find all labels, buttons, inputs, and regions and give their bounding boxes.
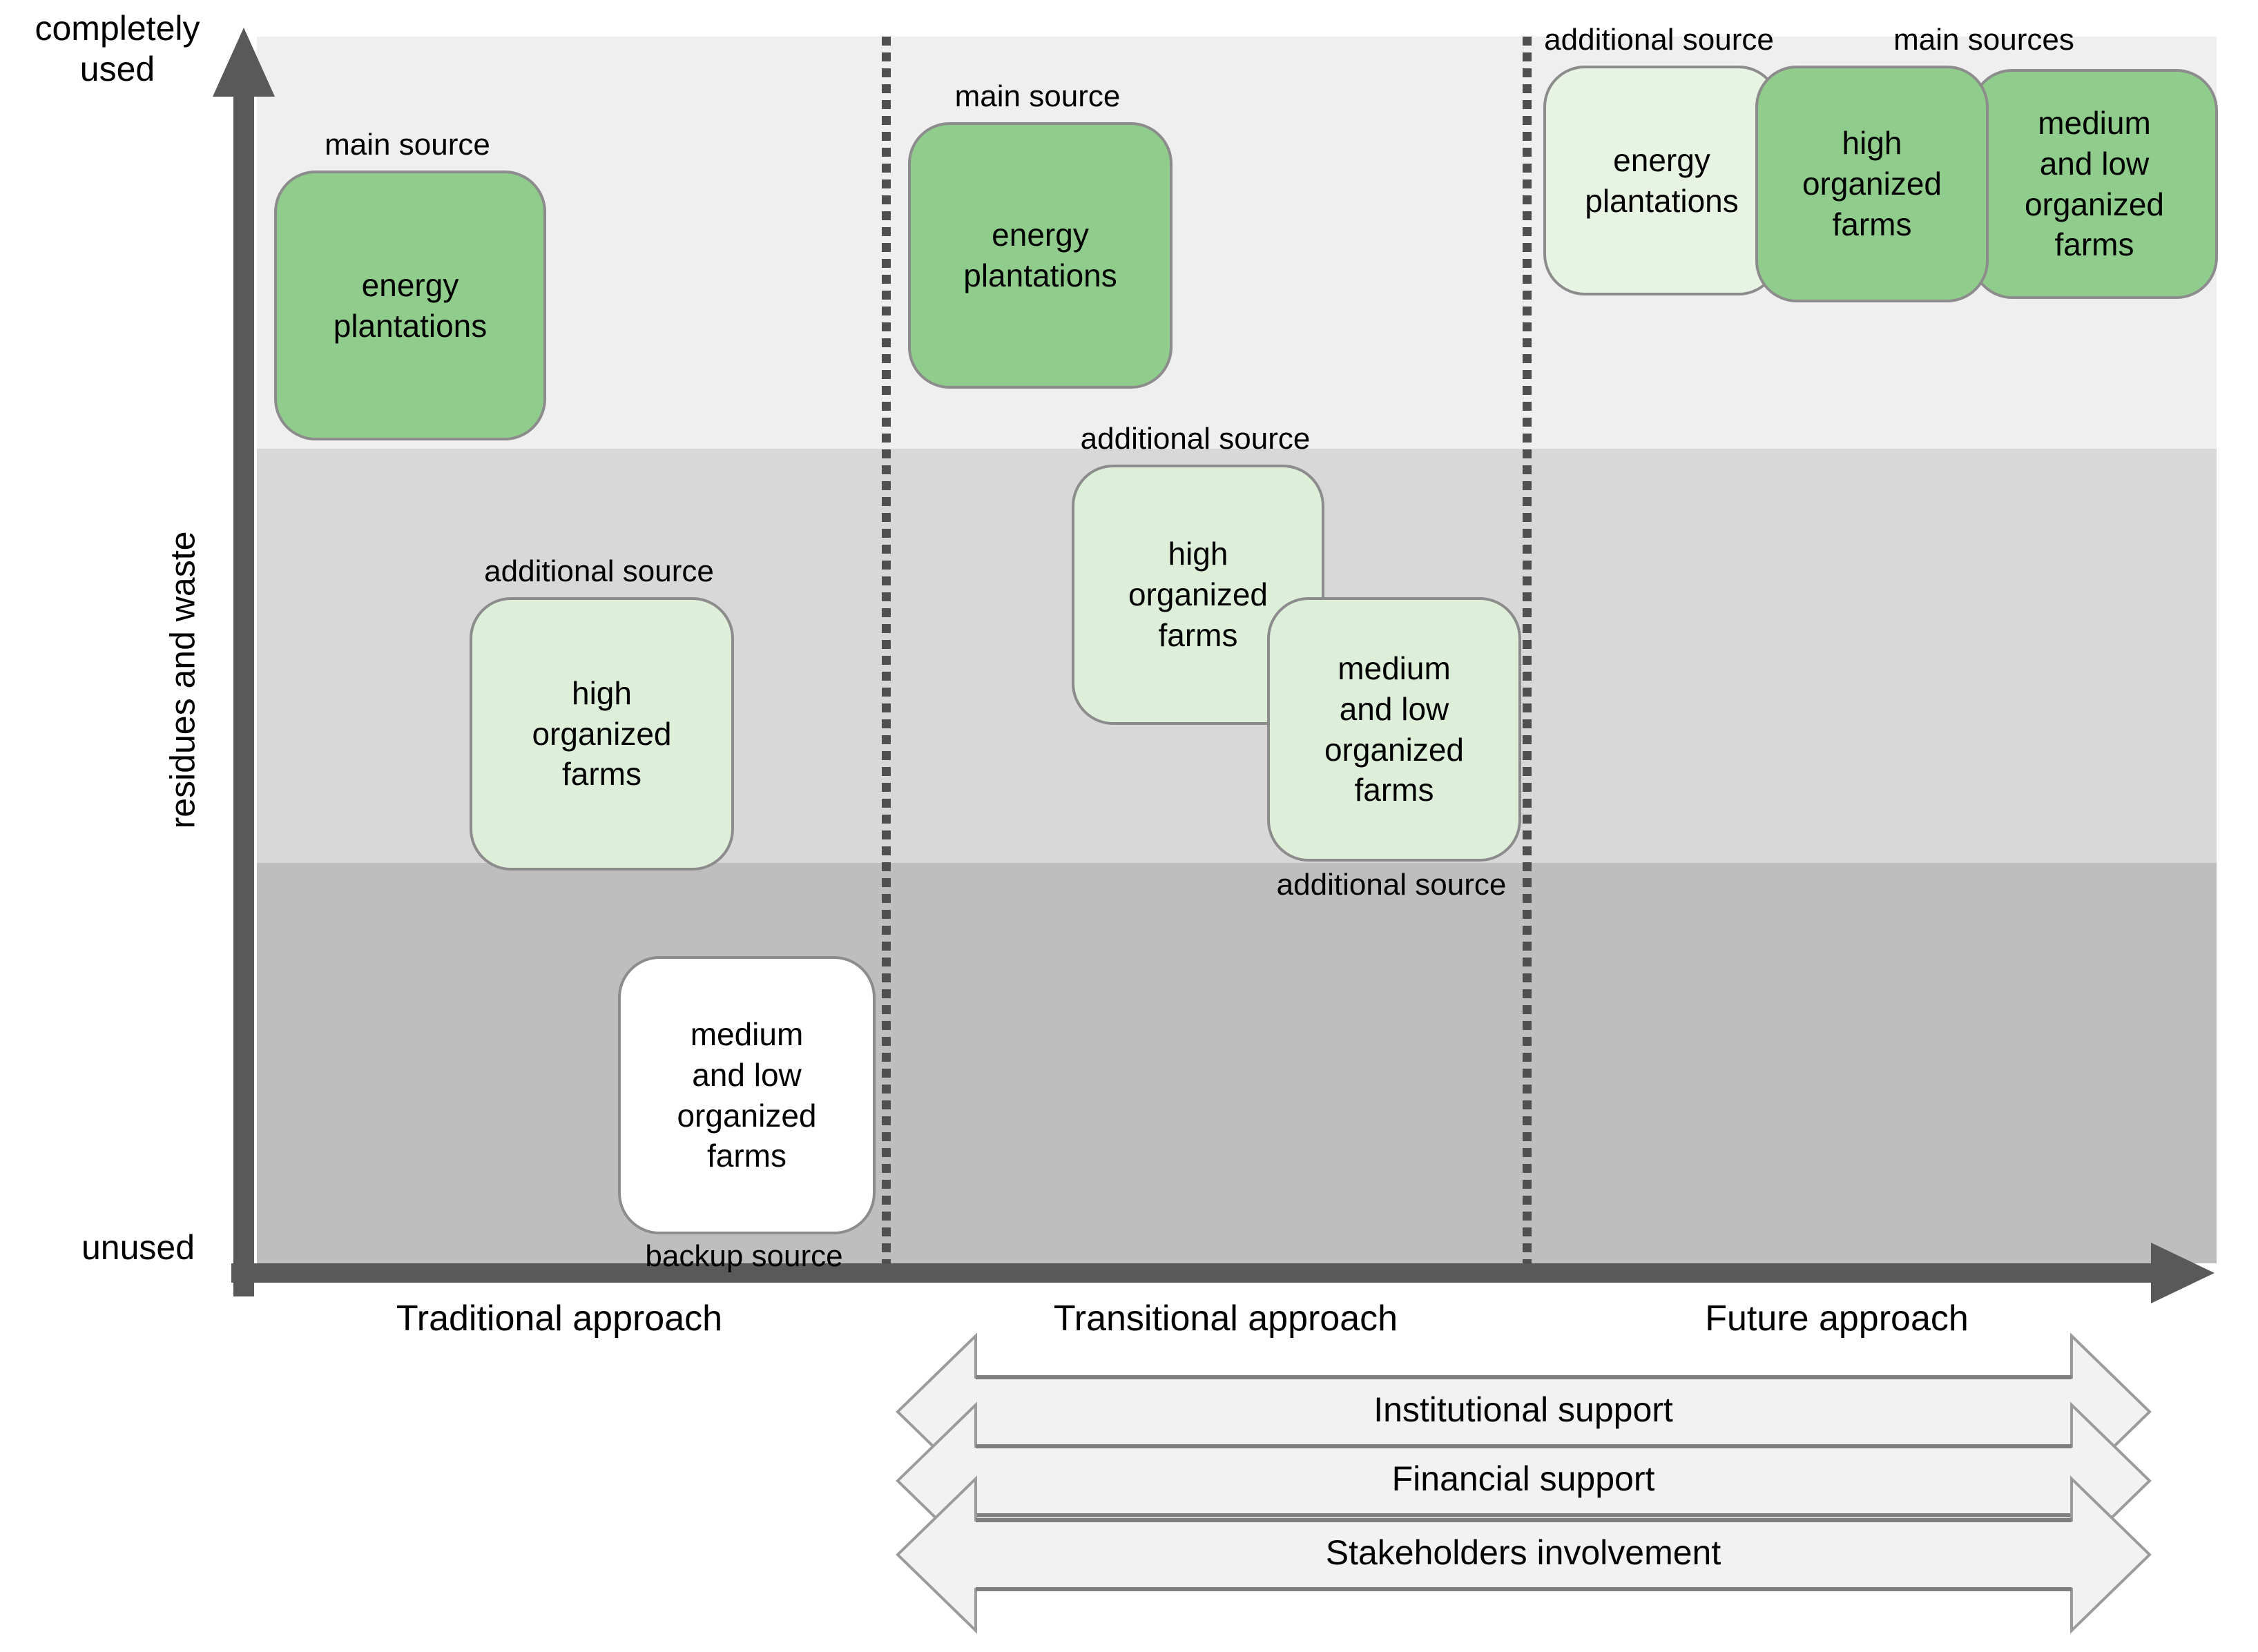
label-main-sources-future: main sources — [1893, 23, 2074, 57]
arrow-shape-stakeholders — [896, 1475, 2152, 1634]
column-label-transitional: Transitional approach — [1053, 1299, 1398, 1339]
box-energy-plantations-transitional: energy plantations — [908, 122, 1173, 389]
y-axis-arrowhead-icon — [213, 28, 275, 97]
box-text: medium and low organized farms — [1324, 650, 1465, 808]
band-unused — [257, 863, 2217, 1263]
divider-transitional-future — [1523, 37, 1532, 1263]
label-main-source-traditional: main source — [325, 128, 490, 162]
arrow-label-financial: Financial support — [1391, 1459, 1655, 1498]
box-medium-low-organized-farms-future: medium and low organized farms — [1971, 69, 2218, 299]
y-axis-label-bottom: unused — [81, 1228, 195, 1267]
column-label-future: Future approach — [1705, 1299, 1969, 1339]
box-text: medium and low organized farms — [2024, 104, 2165, 263]
y-axis-line — [233, 83, 254, 1296]
box-energy-plantations-traditional: energy plantations — [274, 171, 546, 440]
arrow-label-institutional: Institutional support — [1373, 1390, 1673, 1429]
label-additional-source-traditional: additional source — [484, 554, 714, 588]
box-text: high organized farms — [1802, 125, 1942, 242]
box-text: energy plantations — [963, 217, 1117, 293]
box-text: high organized farms — [1128, 536, 1268, 653]
box-text: high organized farms — [532, 674, 672, 793]
box-medium-low-organized-farms-transitional: medium and low organized farms — [1267, 597, 1521, 862]
y-axis-label-top: completely used — [35, 9, 200, 88]
arrow-label-stakeholders: Stakeholders involvement — [1325, 1533, 1721, 1572]
box-energy-plantations-future: energy plantations — [1543, 66, 1780, 295]
label-additional-source-future: additional source — [1544, 23, 1774, 57]
box-high-organized-farms-traditional: high organized farms — [470, 597, 734, 871]
label-main-source-transitional: main source — [954, 79, 1121, 113]
box-text: medium and low organized farms — [677, 1016, 817, 1174]
divider-traditional-transitional — [882, 37, 891, 1263]
box-medium-low-organized-farms-traditional: medium and low organized farms — [618, 956, 876, 1234]
label-additional-source-transitional-high: additional source — [1080, 422, 1311, 456]
box-text: energy plantations — [1585, 142, 1739, 219]
box-high-organized-farms-future: high organized farms — [1755, 66, 1989, 302]
x-axis-arrowhead-icon — [2151, 1243, 2214, 1303]
box-text: energy plantations — [333, 266, 488, 344]
x-axis-line — [231, 1263, 2151, 1283]
label-backup-source-traditional: backup source — [645, 1239, 843, 1273]
label-additional-source-transitional-medlow: additional source — [1276, 868, 1507, 902]
column-label-traditional: Traditional approach — [396, 1299, 723, 1339]
